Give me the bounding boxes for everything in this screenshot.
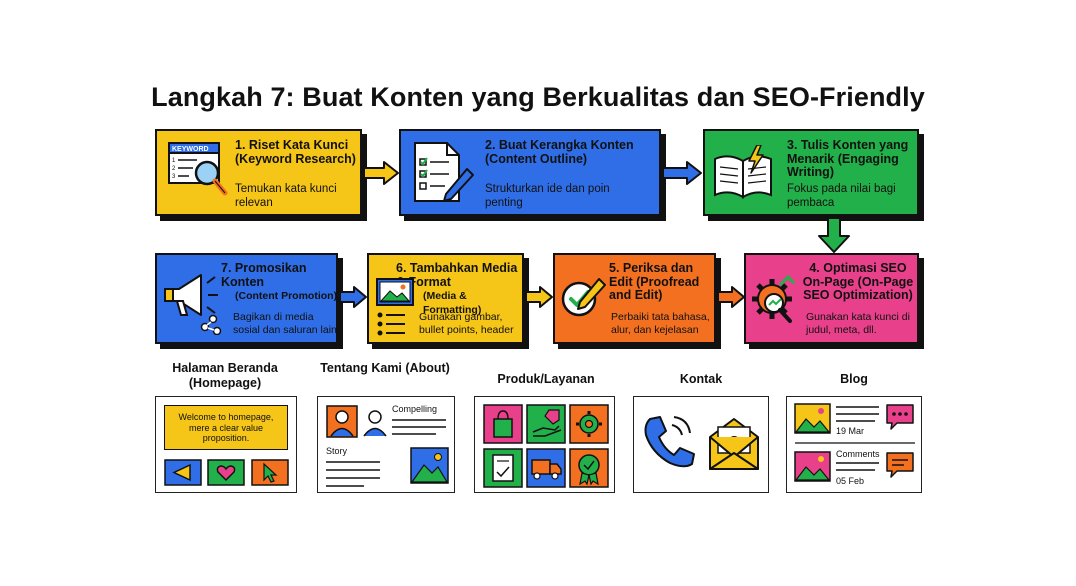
arrow-right-icon bbox=[717, 286, 745, 308]
hand-tag-icon bbox=[526, 404, 566, 444]
step-description: Bagikan di media sosial dan saluran lain bbox=[233, 311, 337, 336]
step-card-content-promotion: 7. Promosikan Konten (Content Promotion)… bbox=[155, 253, 338, 344]
step-description: Gunakan kata kunci di judul, meta, dll. bbox=[806, 311, 910, 336]
step-description: Fokus pada nilai bagi pembaca bbox=[787, 183, 896, 209]
divider bbox=[795, 442, 915, 444]
award-badge-icon bbox=[569, 448, 609, 488]
blog-date-1: 19 Mar bbox=[836, 426, 865, 436]
book-lightning-icon bbox=[711, 144, 777, 206]
arrow-right-icon bbox=[339, 286, 367, 308]
blog-post-image-icon bbox=[794, 451, 831, 482]
megaphone-share-icon bbox=[161, 269, 223, 340]
shopping-bag-icon bbox=[483, 404, 523, 444]
about-panel: Compelling Story bbox=[317, 396, 455, 493]
svg-text:1: 1 bbox=[172, 158, 176, 164]
contact-panel: @ bbox=[633, 396, 769, 493]
arrow-right-icon bbox=[525, 286, 553, 308]
svg-text:2: 2 bbox=[172, 166, 176, 172]
team-avatars-icon bbox=[326, 405, 387, 438]
step-card-proofread-edit: 5. Periksa dan Edit (Proofread and Edit)… bbox=[553, 253, 716, 344]
about-label-compelling: Compelling bbox=[392, 404, 438, 414]
text-lines bbox=[326, 461, 380, 487]
gear-icon bbox=[569, 404, 609, 444]
step-description: Perbaiki tata bahasa, alur, dan kejelasa… bbox=[611, 311, 710, 336]
step-title: 1. Riset Kata Kunci (Keyword Research) bbox=[235, 138, 356, 166]
blog-post-image-icon bbox=[794, 403, 831, 434]
check-pencil-icon bbox=[559, 275, 609, 330]
section-title-contact: Kontak bbox=[679, 372, 723, 386]
phone-icon bbox=[644, 416, 695, 468]
step-description: Temukan kata kunci relevan bbox=[235, 183, 337, 209]
delivery-truck-icon bbox=[526, 448, 566, 488]
step-title: 3. Tulis Konten yang Menarik (Engaging W… bbox=[787, 138, 909, 179]
document-check-icon bbox=[483, 448, 523, 488]
homepage-panel: Welcome to homepage, mere a clear value … bbox=[155, 396, 297, 493]
about-label-story: Story bbox=[326, 446, 348, 456]
keyword-search-icon: KEYWORD 1 2 3 bbox=[167, 141, 229, 208]
step-title: 4. Optimasi SEO On-Page (On-Page SEO Opt… bbox=[802, 261, 914, 302]
products-panel bbox=[474, 396, 615, 493]
text-lines bbox=[392, 419, 446, 435]
step-card-engaging-writing: 3. Tulis Konten yang Menarik (Engaging W… bbox=[703, 129, 919, 216]
step-card-content-outline: 2. Buat Kerangka Konten (Content Outline… bbox=[399, 129, 661, 216]
cursor-icon bbox=[251, 459, 289, 486]
play-left-icon bbox=[164, 459, 202, 486]
comment-bubble-icon bbox=[886, 404, 914, 430]
heart-icon bbox=[207, 459, 245, 486]
gear-magnifier-icon bbox=[750, 273, 802, 334]
comment-bubble-icon bbox=[886, 452, 914, 478]
section-title-homepage: Halaman Beranda (Homepage) bbox=[172, 361, 278, 390]
homepage-banner: Welcome to homepage, mere a clear value … bbox=[164, 405, 288, 450]
image-icon bbox=[410, 447, 449, 484]
step-card-on-page-seo: 4. Optimasi SEO On-Page (On-Page SEO Opt… bbox=[744, 253, 919, 344]
checklist-pen-icon bbox=[409, 139, 477, 212]
step-title: 2. Buat Kerangka Konten (Content Outline… bbox=[485, 138, 634, 166]
section-title-about: Tentang Kami (About) bbox=[320, 361, 450, 375]
step-subtitle: (Media & Formatting) bbox=[423, 290, 482, 316]
text-lines bbox=[836, 406, 879, 422]
blog-panel: 19 Mar Comments 05 Feb bbox=[786, 396, 922, 493]
step-card-keyword-research: KEYWORD 1 2 3 1. Riset Kata Kunci (Keywo… bbox=[155, 129, 362, 216]
section-title-blog: Blog bbox=[840, 372, 868, 386]
text-lines bbox=[836, 462, 879, 471]
step-title: 5. Periksa dan Edit (Proofread and Edit) bbox=[609, 261, 700, 302]
email-envelope-icon: @ bbox=[709, 418, 759, 470]
image-list-icon bbox=[375, 277, 417, 344]
arrow-down-icon bbox=[818, 217, 850, 253]
step-title: 7. Promosikan Konten bbox=[221, 261, 307, 289]
blog-comments-label: Comments bbox=[836, 449, 880, 459]
svg-text:KEYWORD: KEYWORD bbox=[172, 146, 209, 153]
svg-text:3: 3 bbox=[172, 174, 176, 180]
step-subtitle: (Content Promotion) bbox=[235, 290, 338, 302]
arrow-right-icon bbox=[662, 161, 702, 185]
page-title: Langkah 7: Buat Konten yang Berkualitas … bbox=[151, 82, 925, 112]
homepage-icon-tiles bbox=[164, 459, 289, 486]
step-description: Strukturkan ide dan poin penting bbox=[485, 183, 610, 209]
product-icon-grid bbox=[483, 404, 609, 488]
arrow-right-icon bbox=[363, 161, 399, 185]
section-title-products: Produk/Layanan bbox=[497, 372, 595, 386]
step-card-media-formatting: 6. Tambahkan Media & Format (Media & For… bbox=[367, 253, 524, 344]
blog-date-2: 05 Feb bbox=[836, 476, 865, 486]
step-description: Gunakan gambar, bullet points, header bbox=[419, 311, 514, 336]
